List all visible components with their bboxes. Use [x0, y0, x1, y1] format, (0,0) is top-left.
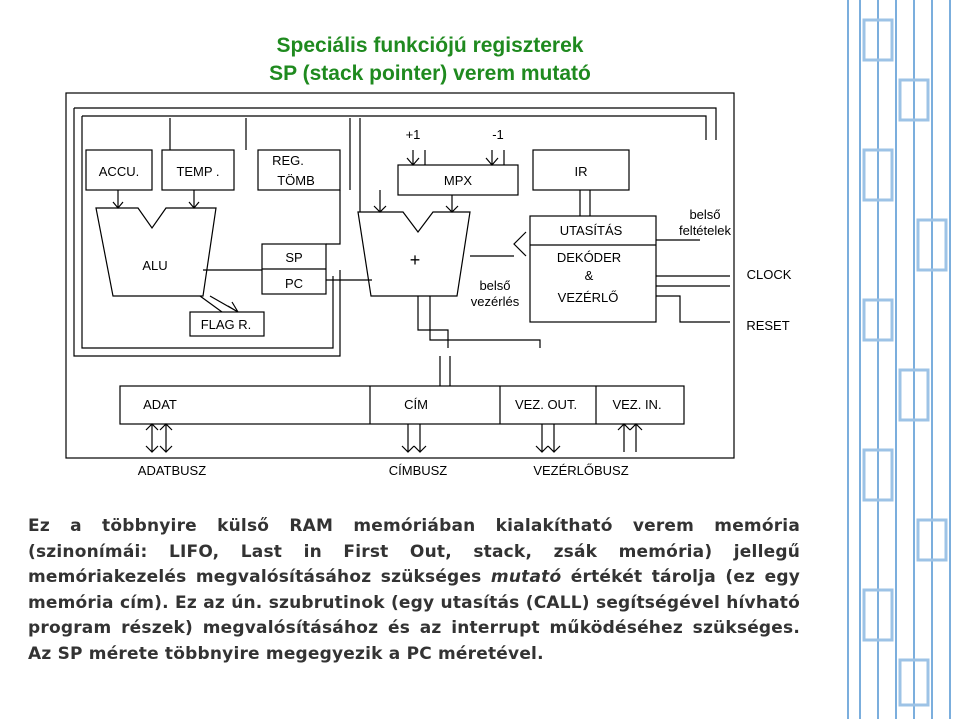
cimbusz-label: CÍMBUSZ	[389, 463, 448, 478]
cim-label: CÍM	[404, 397, 428, 412]
diagram-frame	[65, 92, 735, 459]
decoder-block	[529, 215, 657, 323]
vez-out-arrow	[535, 424, 561, 453]
belso-feltetelek-label-1: belső	[689, 207, 720, 222]
belso-feltetelek-label-2: feltételek	[679, 223, 732, 238]
accu-register	[85, 149, 153, 191]
flag-label: FLAG R.	[201, 317, 252, 332]
reg-label: REG.	[272, 153, 304, 168]
clock-label: CLOCK	[747, 267, 792, 282]
paragraph-italic-word: mutató	[490, 567, 562, 587]
description-paragraph: Ez a többnyire külső RAM memóriában kial…	[28, 514, 800, 667]
accu-label: ACCU.	[99, 164, 139, 179]
vez-in-label: VEZ. IN.	[612, 397, 661, 412]
minus1-arrow	[485, 150, 499, 166]
amp-label: &	[585, 268, 594, 283]
plus1-arrow	[406, 150, 420, 166]
vezerlo-label: VEZÉRLŐ	[558, 290, 619, 305]
adatbusz-arrow	[145, 423, 173, 453]
adatbusz-label: ADATBUSZ	[138, 463, 206, 478]
temp-label: TEMP .	[176, 164, 219, 179]
adat-label: ADAT	[143, 397, 177, 412]
pc-label: PC	[285, 276, 303, 291]
temp-to-alu	[188, 190, 200, 209]
dekoder-label: DEKÓDER	[557, 250, 621, 265]
utasitas-label: UTASÍTÁS	[560, 223, 623, 238]
vezerlobusz-label: VEZÉRLŐBUSZ	[533, 463, 628, 478]
mpx-block	[397, 164, 519, 196]
slide-title-line-1: Speciális funkciójú regiszterek	[276, 34, 584, 57]
register-array	[257, 149, 341, 191]
paragraph-part-2: értékét tárolja (ez egy memória cím). Ez…	[28, 567, 800, 664]
sp-label: SP	[285, 250, 302, 265]
paragraph-part-1: Ez a többnyire külső RAM memóriában kial…	[28, 516, 800, 587]
alu-label: ALU	[142, 258, 167, 273]
plus1-label: +1	[406, 127, 421, 142]
tomb-label: TÖMB	[277, 173, 315, 188]
vez-out-label: VEZ. OUT.	[515, 397, 577, 412]
vez-in-arrow	[617, 423, 643, 452]
adder-in-right	[445, 195, 459, 213]
mpx-label: MPX	[444, 173, 473, 188]
cpu-block-diagram: +1 -1 ACCU. TEMP . REG. TÖMB MPX IR UTAS…	[65, 92, 792, 478]
plus-label: +	[410, 250, 421, 270]
ir-label: IR	[575, 164, 588, 179]
flag-register	[189, 311, 265, 337]
accu-to-alu	[112, 190, 124, 209]
belso-vezerles-label-2: vezérlés	[471, 294, 520, 309]
adder-in-left	[373, 190, 387, 213]
temp-register	[161, 149, 235, 191]
bus-interface-bar	[119, 385, 685, 425]
alu-block	[95, 207, 217, 297]
ir-register	[532, 149, 630, 191]
belso-vezerles-label-1: belső	[479, 278, 510, 293]
slide-title-line-2: SP (stack pointer) verem mutató	[269, 62, 591, 85]
minus1-label: -1	[492, 127, 504, 142]
cimbusz-arrow	[401, 424, 427, 453]
decorative-border-pattern	[838, 0, 959, 719]
decoder-bracket	[513, 231, 527, 257]
reset-label: RESET	[746, 318, 789, 333]
